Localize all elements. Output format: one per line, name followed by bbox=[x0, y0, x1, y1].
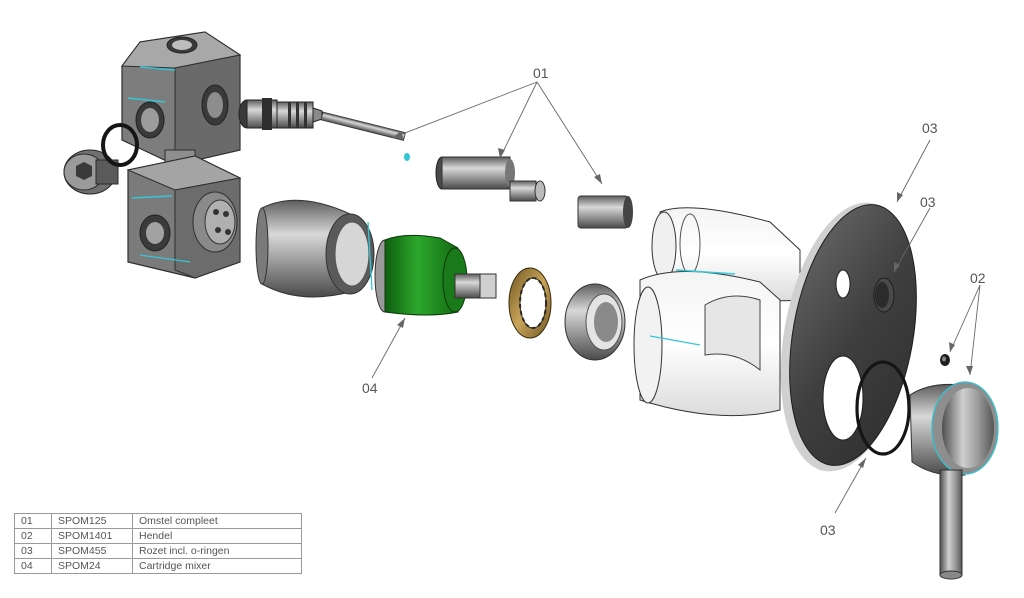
leader-arrowheads bbox=[392, 131, 973, 468]
o-ring-small bbox=[101, 123, 139, 167]
leader-lines bbox=[371, 81, 981, 514]
o-ring-large bbox=[855, 360, 911, 456]
brass-ring bbox=[508, 267, 552, 339]
table-row: 01 SPOM125 Omstel compleet bbox=[14, 513, 302, 529]
callout-04: 04 bbox=[362, 380, 378, 396]
metal-sleeve bbox=[255, 199, 375, 298]
part-code: SPOM24 bbox=[51, 558, 133, 574]
diverter-spindle bbox=[238, 98, 410, 161]
extension-spindle bbox=[435, 156, 546, 202]
callout-01: 01 bbox=[533, 65, 549, 81]
table-row: 03 SPOM455 Rozet incl. o-ringen bbox=[14, 543, 302, 559]
dome-nut bbox=[564, 283, 626, 361]
callout-02: 02 bbox=[970, 270, 986, 286]
part-number: 01 bbox=[14, 513, 52, 529]
lever-handle bbox=[909, 381, 999, 580]
part-description: Hendel bbox=[132, 528, 302, 544]
part-description: Omstel compleet bbox=[132, 513, 302, 529]
callout-03-middle: 03 bbox=[920, 194, 936, 210]
part-code: SPOM125 bbox=[51, 513, 133, 529]
part-description: Cartridge mixer bbox=[132, 558, 302, 574]
part-number: 04 bbox=[14, 558, 52, 574]
callout-03-top: 03 bbox=[922, 120, 938, 136]
table-row: 02 SPOM1401 Hendel bbox=[14, 528, 302, 544]
white-housing bbox=[633, 269, 781, 417]
grub-screw bbox=[940, 354, 950, 366]
part-code: SPOM1401 bbox=[51, 528, 133, 544]
callout-03-bottom: 03 bbox=[820, 522, 836, 538]
cartridge-mixer bbox=[374, 234, 497, 316]
part-code: SPOM455 bbox=[51, 543, 133, 559]
part-description: Rozet incl. o-ringen bbox=[132, 543, 302, 559]
part-number: 03 bbox=[14, 543, 52, 559]
hex-plug bbox=[63, 149, 119, 195]
parts-list-table: 01 SPOM125 Omstel compleet 02 SPOM1401 H… bbox=[14, 513, 302, 574]
spacer-cylinder bbox=[577, 195, 633, 229]
part-number: 02 bbox=[14, 528, 52, 544]
rosette-plate bbox=[780, 202, 917, 472]
table-row: 04 SPOM24 Cartridge mixer bbox=[14, 558, 302, 574]
valve-body bbox=[121, 31, 242, 279]
